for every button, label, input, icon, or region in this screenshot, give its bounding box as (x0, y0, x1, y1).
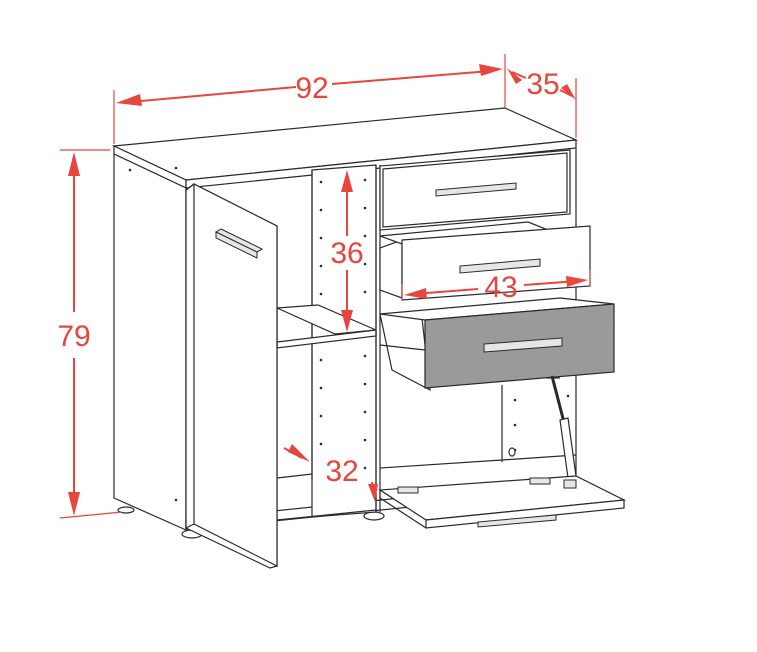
drawer-middle-handle (459, 258, 541, 274)
gas-strut (546, 375, 577, 479)
drawer-label: 43 (484, 271, 517, 304)
drawer-top (379, 149, 571, 231)
flap-door (378, 475, 627, 529)
dimension-height: 79 (57, 149, 123, 519)
dimension-inner-depth: 32 (283, 444, 378, 502)
flap-hinges (397, 477, 577, 494)
drawer-middle (379, 221, 591, 301)
height-label: 79 (57, 320, 90, 353)
width-label: 92 (295, 72, 328, 105)
compartment-label: 36 (330, 237, 363, 270)
drawer-bottom (379, 297, 615, 392)
inner-depth-label: 32 (325, 455, 358, 488)
dimension-depth: 35 (507, 68, 577, 138)
shelf-holes (128, 166, 570, 502)
drawer-top-handle (435, 182, 517, 197)
flap-handle (477, 514, 557, 528)
depth-label: 35 (526, 68, 559, 101)
door-handle (214, 228, 264, 259)
left-door (185, 183, 278, 569)
dimension-width: 92 (113, 54, 506, 144)
dimension-drawer: 43 (401, 270, 591, 304)
drawer-bottom-handle (483, 337, 563, 353)
dimension-compartment: 36 (330, 170, 364, 332)
